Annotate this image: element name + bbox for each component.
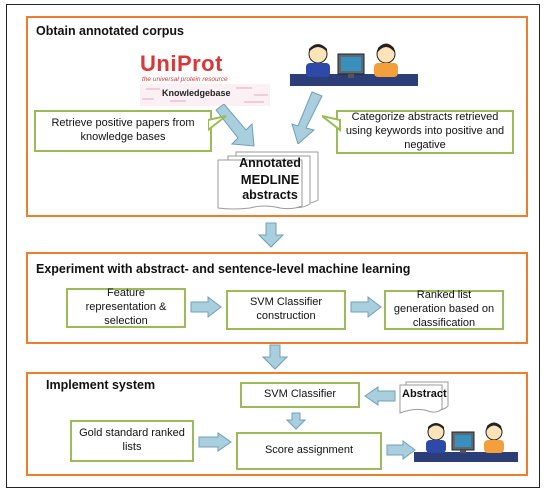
retrieve-papers-box: Retrieve positive papers from knowledge …	[34, 110, 212, 152]
svm-classifier-box: SVM Classifier	[240, 382, 360, 408]
feature-representation-box: Feature representation & selection	[66, 287, 186, 328]
panel-title-implement: Implement system	[46, 378, 156, 392]
gold-standard-box: Gold standard ranked lists	[70, 420, 194, 462]
arrow-down-to-implement	[262, 344, 288, 370]
annotated-line2: MEDLINE	[240, 171, 300, 187]
annotated-line3: abstracts	[242, 187, 298, 202]
arrow-logo-to-annotated	[215, 104, 255, 147]
knowledgebase-label: Knowledgebase	[162, 88, 231, 98]
arrow-score-to-users	[386, 440, 416, 460]
uniprot-logo-subtitle: the universal protein resource	[142, 76, 228, 83]
arrow-gold-to-score	[198, 432, 232, 452]
panel-title-experiment: Experiment with abstract- and sentence-l…	[36, 262, 411, 276]
score-assignment-box: Score assignment	[236, 432, 382, 470]
arrow-svm-to-score	[286, 412, 306, 430]
users-at-computer-icon	[414, 422, 518, 462]
arrow-users-to-annotated	[291, 91, 323, 144]
panel-title-obtain: Obtain annotated corpus	[36, 24, 184, 38]
annotated-line1: Annotated	[239, 156, 301, 170]
ranked-list-box: Ranked list generation based on classifi…	[384, 289, 504, 330]
svm-construction-box: SVM Classifier construction	[226, 290, 346, 330]
uniprot-logo-text: UniProt	[140, 51, 223, 76]
arrow-abstract-to-svm	[364, 386, 396, 406]
pointer-categorize	[322, 115, 341, 133]
document-icon	[399, 381, 449, 414]
users-at-computer-icon	[290, 43, 418, 86]
arrow-feature-to-svm	[190, 296, 222, 318]
pointer-retrieve	[208, 115, 227, 132]
knowledgebase-graphic	[140, 84, 270, 106]
document-stack-icon	[217, 151, 319, 210]
abstract-label: Abstract	[402, 388, 447, 400]
annotated-medline-label: Annotated MEDLINE abstracts	[232, 156, 308, 204]
arrow-down-to-experiment	[258, 222, 284, 248]
arrow-svm-to-ranked	[350, 296, 382, 318]
categorize-abstracts-box: Categorize abstracts retrieved using key…	[336, 110, 514, 154]
